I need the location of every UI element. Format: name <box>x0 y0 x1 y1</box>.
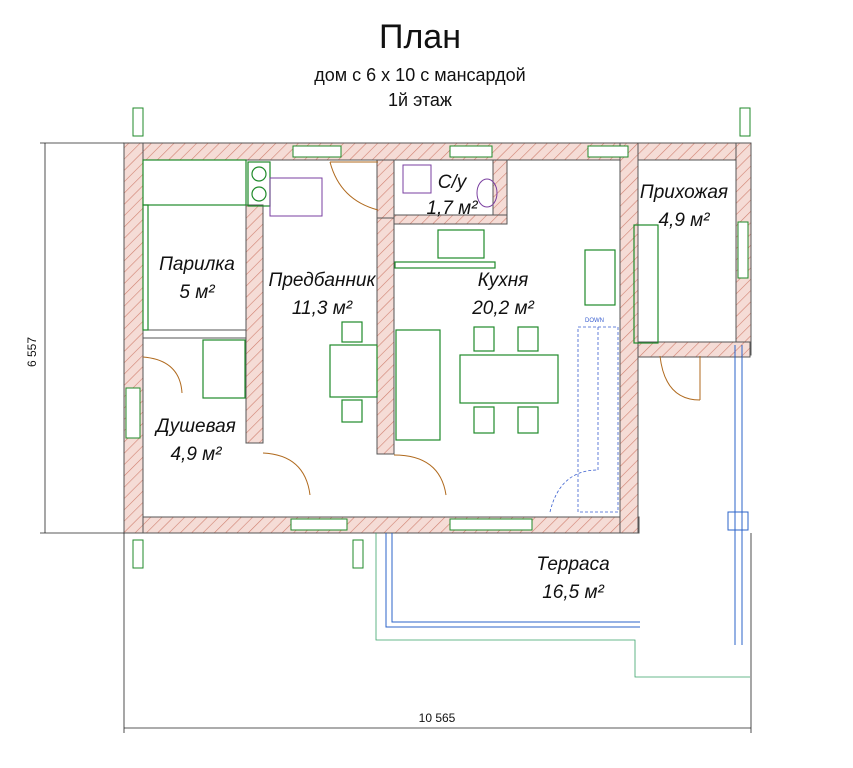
windows <box>125 145 749 531</box>
plan-title: План <box>379 18 461 56</box>
room-area-hallway: 4,9 м² <box>658 210 710 231</box>
kitchen-furniture <box>394 229 616 441</box>
height-dimension: 6 557 <box>25 337 39 367</box>
room-area-sauna: 5 м² <box>179 282 215 303</box>
room-name-wc: С/у <box>438 172 468 193</box>
column-markers <box>132 107 751 569</box>
bathroom-fixtures <box>402 164 498 208</box>
room-name-terrace: Терраса <box>536 554 609 575</box>
staircase: DOWN <box>549 318 619 513</box>
room-name-shower: Душевая <box>154 416 236 437</box>
dimension-width: 10 565 <box>123 533 752 733</box>
room-name-lounge: Предбанник <box>269 270 377 291</box>
floor-label: 1й этаж <box>388 90 452 110</box>
stair-direction-label: DOWN <box>585 318 604 324</box>
room-area-wc: 1,7 м² <box>426 198 478 219</box>
width-dimension: 10 565 <box>419 711 456 725</box>
terrace <box>375 345 750 678</box>
hallway-wardrobe <box>633 224 659 344</box>
shower-cabin <box>202 339 246 399</box>
doors <box>142 161 701 496</box>
room-area-shower: 4,9 м² <box>170 444 222 465</box>
room-area-lounge: 11,3 м² <box>292 298 353 319</box>
room-name-hallway: Прихожая <box>640 182 728 203</box>
dimension-height: 6 557 <box>25 142 124 534</box>
room-name-sauna: Парилка <box>159 254 235 275</box>
room-area-terrace: 16,5 м² <box>542 582 604 603</box>
room-area-kitchen: 20,2 м² <box>471 298 534 319</box>
plan-subtitle: дом с 6 х 10 с мансардой <box>314 65 525 85</box>
lounge-furniture <box>269 177 378 423</box>
room-name-kitchen: Кухня <box>478 270 529 291</box>
room-labels: Парилка 5 м² Предбанник 11,3 м² С/у 1,7 … <box>154 172 728 603</box>
sauna-shelves <box>142 159 271 331</box>
